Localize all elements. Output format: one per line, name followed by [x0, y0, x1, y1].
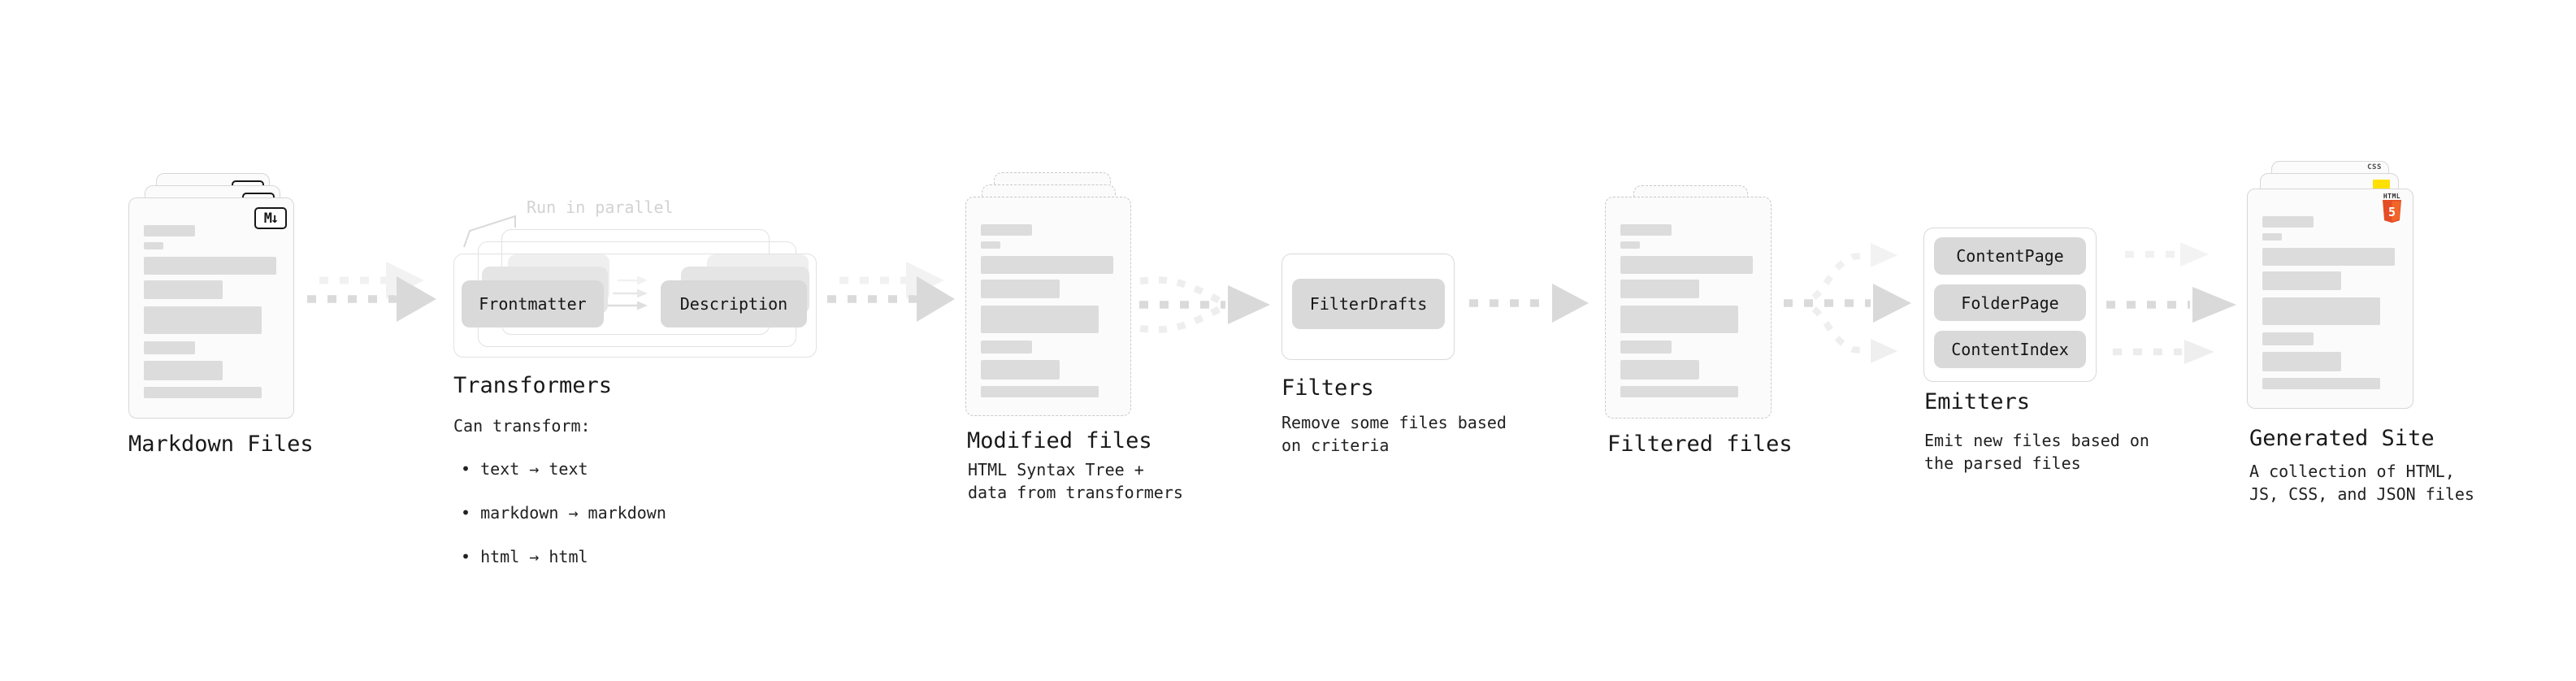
- skeleton-bar: [2262, 271, 2341, 290]
- arrowhead: [917, 276, 955, 322]
- arrowhead: [1871, 243, 1897, 267]
- transformers-description-heading: Can transform:: [453, 416, 591, 436]
- skeleton-bar: [1620, 224, 1672, 236]
- arrowhead: [1873, 284, 1911, 323]
- emitters-box: [1923, 228, 2097, 382]
- flow-arrow-markdown-to-transformers: [307, 262, 436, 322]
- bullet-item: • markdown → markdown: [461, 503, 666, 523]
- filtered-file-card-front: [1605, 197, 1772, 419]
- skeleton-bar: [1620, 280, 1699, 298]
- transformer-step-arrows: [608, 275, 648, 310]
- transformers-bullet-list: • text → text • markdown → markdown • ht…: [461, 436, 666, 590]
- folderpage-node: FolderPage: [1934, 284, 2086, 321]
- js-icon: [2373, 180, 2390, 189]
- skeleton-bar: [1620, 360, 1699, 380]
- modified-files-label: Modified files: [967, 428, 1152, 453]
- emitters-description: Emit new files based on the parsed files: [1924, 431, 2149, 473]
- skeleton-bar: [981, 360, 1060, 380]
- skeleton-bar: [1620, 306, 1738, 333]
- skeleton-bar: [981, 280, 1060, 298]
- generated-site-description: A collection of HTML, JS, CSS, and JSON …: [2249, 462, 2474, 504]
- skeleton-bar: [1620, 386, 1738, 397]
- skeleton-bar: [144, 225, 195, 236]
- arrowhead: [2184, 340, 2214, 364]
- flow-arrow-filters-to-filtered: [1469, 284, 1589, 323]
- svg-text:5: 5: [2388, 205, 2396, 219]
- contentindex-node: ContentIndex: [1934, 331, 2086, 368]
- filtered-files-label: Filtered files: [1607, 432, 1793, 457]
- transformer-instance-box-front: [453, 254, 817, 358]
- skeleton-bar: [144, 306, 262, 334]
- flow-arrow-emitters-to-site: [2106, 242, 2236, 364]
- contentpage-node: ContentPage: [1934, 237, 2086, 275]
- skeleton-bar: [2262, 297, 2380, 325]
- flow-arrow-filtered-to-emitters: [1784, 243, 1911, 363]
- skeleton-bar: [144, 361, 223, 380]
- arrowhead: [1228, 285, 1270, 324]
- skeleton-bar: [144, 242, 163, 249]
- skeleton-bar: [144, 387, 262, 398]
- generated-site-label: Generated Site: [2249, 426, 2435, 451]
- html5-icon: HTML 5: [2382, 193, 2402, 227]
- modified-file-card-front: [965, 197, 1131, 416]
- modified-files-description: HTML Syntax Tree + data from transformer…: [968, 460, 1183, 502]
- skeleton-bar: [2262, 216, 2314, 228]
- arrowhead: [2192, 287, 2236, 323]
- filters-description: Remove some files based on criteria: [1281, 413, 1507, 455]
- markdown-file-card-front: M↓: [128, 197, 294, 419]
- run-in-parallel-annotation: Run in parallel: [527, 197, 674, 217]
- site-file-card-html: HTML 5: [2247, 189, 2413, 409]
- skeleton-bar: [2262, 332, 2314, 345]
- filters-label: Filters: [1281, 375, 1374, 401]
- skeleton-bar: [981, 340, 1032, 354]
- skeleton-bar: [1620, 340, 1672, 354]
- arrowhead: [2180, 242, 2209, 267]
- skeleton-bar: [1620, 256, 1753, 274]
- arrowhead: [386, 262, 424, 299]
- flow-arrow-modified-to-filters: [1139, 276, 1270, 333]
- frontmatter-node: Frontmatter: [462, 280, 604, 327]
- skeleton-bar: [1620, 241, 1640, 249]
- markdown-files-label: Markdown Files: [128, 432, 314, 457]
- markdown-icon: M↓: [254, 207, 287, 229]
- arrowhead: [397, 276, 436, 322]
- skeleton-bar: [2262, 233, 2282, 241]
- skeleton-bar: [2262, 352, 2341, 371]
- bullet-item: • html → html: [461, 547, 588, 566]
- filterdrafts-node: FilterDrafts: [1292, 279, 1445, 329]
- run-in-parallel-callout-line: [463, 215, 516, 248]
- description-node: Description: [661, 280, 807, 327]
- skeleton-bar: [2262, 378, 2380, 389]
- filters-box: [1281, 254, 1455, 360]
- skeleton-bar: [981, 241, 1000, 249]
- arrowhead: [1871, 339, 1897, 363]
- emitters-label: Emitters: [1924, 389, 2031, 414]
- skeleton-bar: [144, 280, 223, 299]
- arrowhead: [906, 262, 944, 299]
- skeleton-bar: [981, 386, 1099, 397]
- skeleton-bar: [144, 257, 276, 275]
- flow-arrow-transformers-to-modified: [827, 262, 955, 322]
- skeleton-bar: [981, 224, 1032, 236]
- skeleton-bar: [981, 256, 1113, 274]
- skeleton-bar: [981, 306, 1099, 333]
- bullet-item: • text → text: [461, 459, 588, 479]
- skeleton-bar: [144, 341, 195, 354]
- skeleton-bar: [2262, 248, 2395, 266]
- arrowhead: [1552, 284, 1589, 323]
- transformers-label: Transformers: [453, 373, 613, 398]
